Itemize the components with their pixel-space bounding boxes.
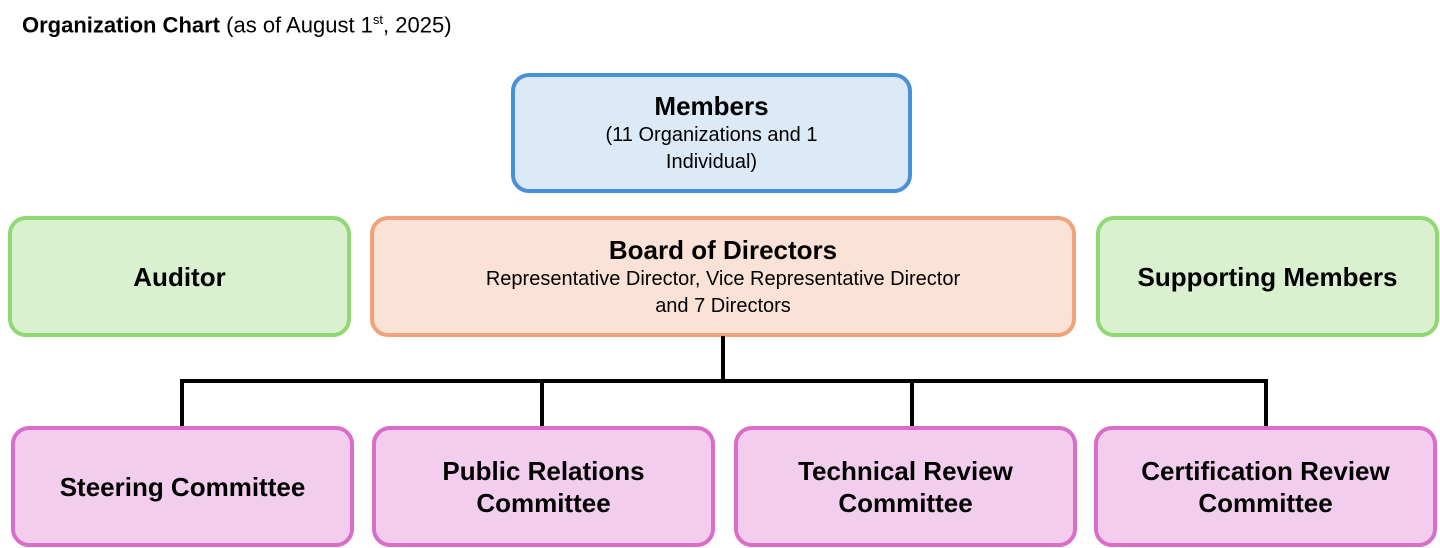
chart-title-sup: st (372, 12, 384, 27)
auditor-box: Auditor (8, 216, 351, 337)
certification-review-committee-box: Certification Review Committee (1094, 426, 1437, 547)
chart-title-year: , 2025) (383, 12, 452, 38)
committee-title-2: Committee (1198, 487, 1333, 518)
members-detail-2: Individual) (665, 151, 758, 173)
public-relations-committee-box: Public Relations Committee (372, 426, 715, 547)
committee-title: Certification Review (1141, 455, 1390, 486)
connector-technical-review (910, 379, 914, 427)
connector-certification-review (1264, 379, 1268, 427)
auditor-title: Auditor (133, 261, 226, 292)
connector-steering (180, 379, 184, 427)
committee-title: Technical Review (798, 455, 1013, 486)
technical-review-committee-box: Technical Review Committee (734, 426, 1077, 547)
board-title: Board of Directors (608, 234, 838, 265)
board-box: Board of Directors Representative Direct… (370, 216, 1076, 337)
connector-horizontal (180, 379, 1268, 383)
committee-title: Steering Committee (59, 471, 306, 502)
committee-title-2: Committee (838, 487, 973, 518)
committee-title: Public Relations (442, 455, 645, 486)
steering-committee-box: Steering Committee (11, 426, 354, 547)
connector-board-down (721, 336, 725, 383)
supporting-members-box: Supporting Members (1096, 216, 1439, 337)
chart-title-date: (as of August 1 (226, 12, 373, 38)
board-detail-2: and 7 Directors (655, 294, 791, 317)
board-detail-1: Representative Director, Vice Representa… (485, 267, 961, 290)
members-detail-1: (11 Organizations and 1 (605, 124, 818, 146)
members-box: Members (11 Organizations and 1 Individu… (511, 73, 912, 193)
chart-title-bold: Organization Chart (22, 12, 221, 38)
connector-public-relations (540, 379, 544, 427)
chart-title: Organization Chart (as of August 1st, 20… (22, 12, 452, 38)
supporting-members-title: Supporting Members (1137, 261, 1398, 292)
members-title: Members (654, 91, 769, 121)
committee-title-2: Committee (476, 487, 611, 518)
